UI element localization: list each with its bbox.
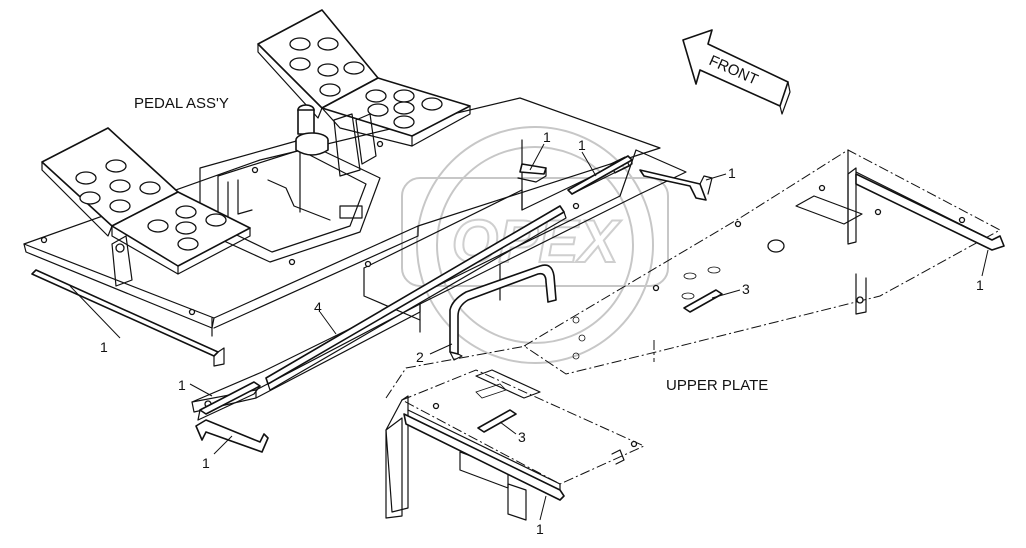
callout-2: 2	[416, 349, 424, 365]
pedal-assy-label: PEDAL ASS'Y	[134, 95, 229, 112]
left-pedal-holes	[75, 159, 227, 251]
upper-plate-label: UPPER PLATE	[666, 377, 768, 394]
pedal-base-plate	[23, 97, 661, 337]
callout-1: 1	[536, 521, 544, 537]
rubber-strips	[195, 155, 1005, 501]
right-pedal-holes	[289, 37, 443, 129]
left-pedal	[41, 127, 251, 287]
callout-3: 3	[518, 429, 526, 445]
callout-1: 1	[202, 455, 210, 471]
callout-1: 1	[728, 165, 736, 181]
callout-1: 1	[178, 377, 186, 393]
u-handle	[449, 264, 557, 361]
strip-left-bottom	[31, 269, 225, 367]
callout-1: 1	[976, 277, 984, 293]
front-arrow: FRONT	[682, 29, 791, 115]
callout-1: 1	[543, 129, 551, 145]
lower-plate	[385, 369, 646, 521]
long-bar	[265, 205, 567, 391]
pedal-pivot	[295, 104, 329, 156]
upper-plate-slots	[572, 266, 721, 360]
callout-1: 1	[100, 339, 108, 355]
small-plates	[477, 289, 723, 433]
pedal-bracket	[199, 139, 381, 263]
right-pedal	[257, 9, 471, 177]
callout-3: 3	[742, 281, 750, 297]
callouts: 1 1 1 1 1 1 1 1 2 3 3 4	[69, 129, 989, 537]
callout-4: 4	[314, 299, 322, 315]
watermark-text: OPEX	[452, 208, 623, 275]
upper-plate	[385, 149, 1002, 399]
callout-1: 1	[578, 137, 586, 153]
